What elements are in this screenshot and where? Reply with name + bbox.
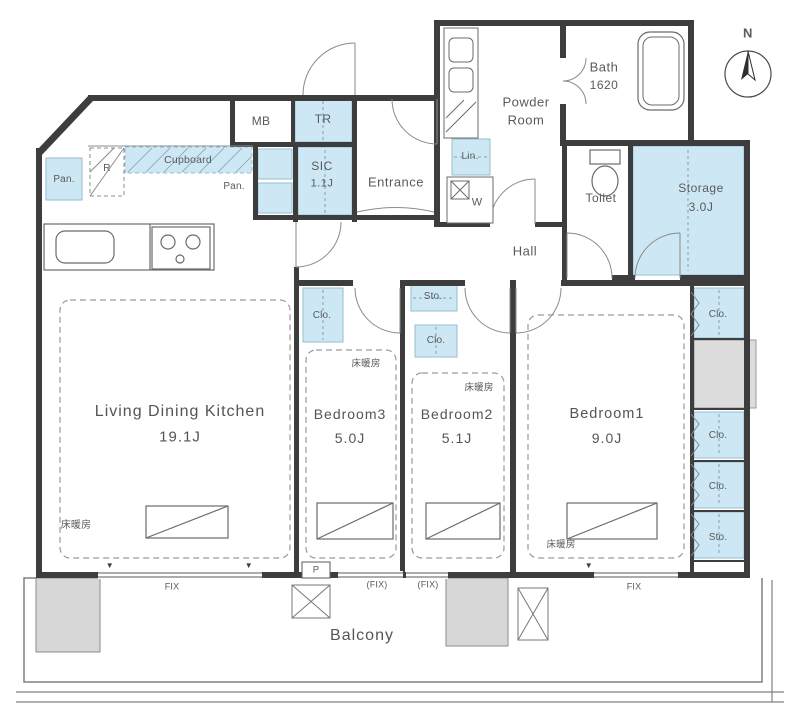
bath-name: Bath (589, 59, 619, 75)
powder-room-label-2: Room (507, 112, 545, 128)
fix-windows (98, 561, 678, 579)
stove-icon (151, 226, 211, 270)
balcony-outline (16, 577, 784, 703)
bedroom3-name: Bedroom3 (313, 406, 387, 422)
bedroom1-size: 9.0J (591, 430, 623, 446)
toilet-label: Toilet (585, 191, 617, 205)
sink-icon (55, 230, 115, 264)
cupboard-label: Cupboard (164, 153, 212, 166)
washer-pan-icon (446, 176, 494, 224)
pantry-right-label: Pan. (223, 181, 245, 192)
bed-icon (425, 502, 501, 540)
compass-icon (724, 50, 772, 98)
window-marker-3: ▼ (584, 561, 594, 570)
storage-small-label-r: Sto. (708, 532, 728, 543)
ldk-name: Living Dining Kitchen (94, 403, 266, 420)
closet-label-r2: Clo. (708, 430, 728, 441)
refrigerator-label: R (103, 163, 111, 174)
entrance-step (88, 145, 435, 213)
fix-window-label-left: FIX (164, 581, 180, 592)
hall-label: Hall (512, 243, 538, 259)
bed-icon (566, 502, 658, 540)
bedroom3-size: 5.0J (334, 430, 366, 446)
closet-dashes (322, 101, 720, 556)
ac-units (291, 584, 549, 641)
sic-name: SIC (311, 159, 333, 173)
bed-icon (316, 502, 394, 540)
closet-label-r3: Clo. (708, 481, 728, 492)
closet-label-b3: Clo. (312, 310, 332, 321)
entrance-label: Entrance (367, 174, 425, 190)
fix-window-label-right: FIX (626, 581, 642, 592)
table-icon (145, 505, 229, 539)
powder-room-label-1: Powder (502, 94, 550, 110)
bath-size: 1620 (589, 78, 619, 92)
floor-heating-label-ldk: 床暖房 (60, 520, 92, 531)
trunk-room-label: TR (314, 112, 332, 126)
balcony-label: Balcony (330, 627, 394, 644)
floor-heating-label-b2: 床暖房 (464, 382, 494, 394)
bifold-doors (690, 291, 700, 557)
storage-size: 3.0J (688, 200, 714, 214)
ldk-size: 19.1J (159, 428, 201, 446)
furniture (145, 502, 658, 540)
storage-name: Storage (678, 181, 724, 195)
fridge-space (89, 147, 125, 197)
linen-label: Lin. (461, 151, 479, 162)
fix-window-label-b3: (FIX) (366, 579, 388, 590)
vanity-icon (443, 27, 479, 139)
storage-small-label: Sto. (423, 291, 443, 302)
bedroom1-name: Bedroom1 (569, 405, 645, 422)
kitchen-counter (43, 223, 215, 271)
sic-size: 1.1J (310, 177, 334, 190)
closet-label-r1: Clo. (708, 309, 728, 320)
floor-heating-zones (59, 299, 685, 559)
bedroom2-name: Bedroom2 (420, 406, 494, 422)
meter-box-label: MB (251, 114, 271, 128)
fix-window-label-b2: (FIX) (417, 579, 439, 590)
floor-heating-label-b1: 床暖房 (546, 539, 576, 551)
pipe-box (301, 561, 331, 579)
pipe-shaft-label: P (312, 564, 320, 576)
window-marker-2: ▼ (244, 561, 254, 570)
closet-label-b2: Clo. (426, 335, 446, 346)
toilet-icon (589, 149, 621, 197)
bathtub-icon (637, 31, 685, 111)
window-marker-1: ▼ (105, 561, 115, 570)
washer-label: W (471, 196, 483, 209)
hatch-lines (127, 147, 252, 173)
floor-heating-label-b3: 床暖房 (351, 358, 381, 370)
bedroom2-size: 5.1J (441, 430, 473, 446)
compass-n-label: N (743, 25, 753, 41)
door-arcs (295, 42, 681, 334)
pantry-left-label: Pan. (53, 174, 75, 185)
